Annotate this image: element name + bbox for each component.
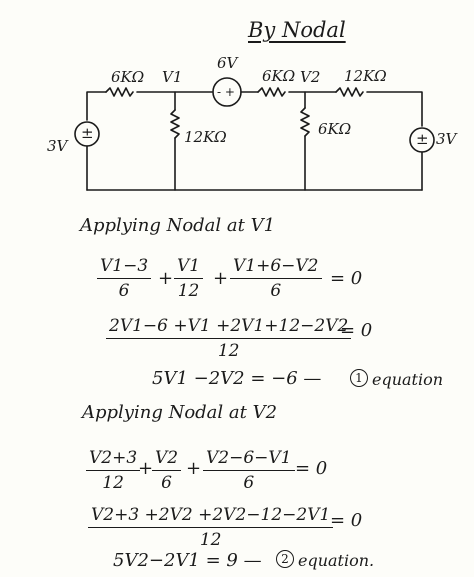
section1-eq1-frac2-denominator: 12 bbox=[177, 281, 200, 301]
section2-eq1-frac1-numerator: V2+3 bbox=[86, 450, 141, 471]
section1-eq1-frac3-numerator: V1+6−V2 bbox=[230, 258, 322, 279]
section2-heading: Applying Nodal at V2 bbox=[82, 402, 278, 423]
section2-eq1-fraction1: V2+3 12 bbox=[86, 450, 141, 493]
section1-eq3-label: equation bbox=[372, 370, 444, 389]
section2-eq3-label: equation. bbox=[298, 551, 375, 570]
section2-eq2-rhs: = 0 bbox=[330, 510, 363, 531]
label-resistor-12k-shunt: 12KΩ bbox=[184, 128, 227, 146]
label-node-v2: V2 bbox=[300, 68, 321, 86]
section1-eq1-frac3-denominator: 6 bbox=[270, 281, 282, 301]
section2-eq1-frac2-numerator: V2 bbox=[152, 450, 182, 471]
section2-eq2-fraction: V2+3 +2V2 +2V2−12−2V1 12 bbox=[88, 507, 334, 550]
section1-eq1-plus2: + bbox=[213, 268, 229, 289]
label-resistor-12k-top-right: 12KΩ bbox=[344, 67, 387, 85]
section1-eq1-fraction2: V1 12 bbox=[174, 258, 204, 301]
section1-eq1-fraction3: V1+6−V2 6 bbox=[230, 258, 322, 300]
section1-eq1-fraction1: V1−3 6 bbox=[97, 258, 152, 301]
label-resistor-6k-left: 6KΩ bbox=[111, 68, 145, 86]
page-title: By Nodal bbox=[248, 18, 346, 42]
resistor-12k-top-right bbox=[335, 87, 364, 97]
section2-eq3-text: 5V2−2V1 = 9 — bbox=[113, 550, 262, 571]
resistor-6k-shunt bbox=[300, 107, 310, 137]
label-resistor-6k-top-middle: 6KΩ bbox=[262, 67, 296, 85]
section2-eq1-plus1: + bbox=[138, 458, 154, 479]
label-source-3v-left-sign: ± bbox=[81, 124, 94, 142]
label-node-v1: V1 bbox=[162, 68, 183, 86]
section2-eq2-numerator: V2+3 +2V2 +2V2−12−2V1 bbox=[88, 507, 334, 528]
section1-eq2-numerator: 2V1−6 +V1 +2V1+12−2V2 bbox=[106, 318, 352, 339]
section1-eq1-frac1-denominator: 6 bbox=[118, 281, 130, 301]
label-source-6v-signs: - + bbox=[217, 85, 235, 99]
section1-eq2-denominator: 12 bbox=[217, 341, 240, 361]
section1-eq1-frac1-numerator: V1−3 bbox=[97, 258, 152, 279]
section1-eq1-rhs: = 0 bbox=[330, 268, 363, 289]
section2-eq1-plus2: + bbox=[186, 458, 202, 479]
label-resistor-6k-shunt: 6KΩ bbox=[318, 120, 352, 138]
section2-eq1-frac3-numerator: V2−6−V1 bbox=[203, 450, 295, 471]
label-source-3v-left: 3V bbox=[47, 137, 68, 155]
section1-eq2-rhs: = 0 bbox=[340, 320, 373, 341]
wire-left-vertical-top bbox=[86, 91, 107, 121]
section2-eq3-circle: 2 bbox=[276, 550, 294, 568]
label-source-3v-right-sign: ± bbox=[416, 130, 429, 148]
section1-eq1-frac2-numerator: V1 bbox=[174, 258, 204, 279]
section2-eq1-fraction3: V2−6−V1 6 bbox=[203, 450, 295, 492]
section1-eq2-fraction: 2V1−6 +V1 +2V1+12−2V2 12 bbox=[106, 318, 352, 361]
section1-heading: Applying Nodal at V1 bbox=[80, 215, 276, 236]
label-source-6v: 6V bbox=[217, 54, 238, 72]
section2-eq1-rhs: = 0 bbox=[295, 458, 328, 479]
resistor-6k-left bbox=[105, 87, 134, 97]
section2-eq1-frac3-denominator: 6 bbox=[243, 473, 255, 493]
label-source-3v-right: 3V bbox=[436, 130, 457, 148]
section2-eq1-fraction2: V2 6 bbox=[152, 450, 182, 493]
wire-right-top bbox=[366, 91, 423, 127]
equation-number-1-badge: 1 bbox=[350, 369, 368, 387]
section2-eq1-frac2-denominator: 6 bbox=[161, 473, 172, 493]
section1-eq3-text: 5V1 −2V2 = −6 — bbox=[152, 368, 322, 389]
resistor-6k-top-middle bbox=[257, 87, 286, 97]
equation-number-2-badge: 2 bbox=[276, 550, 294, 568]
section1-eq1-plus1: + bbox=[158, 268, 174, 289]
resistor-12k-shunt bbox=[170, 109, 180, 139]
section2-eq1-frac1-denominator: 12 bbox=[102, 473, 124, 493]
section1-eq3-circle: 1 bbox=[350, 369, 368, 387]
section2-eq2-denominator: 12 bbox=[199, 530, 222, 550]
